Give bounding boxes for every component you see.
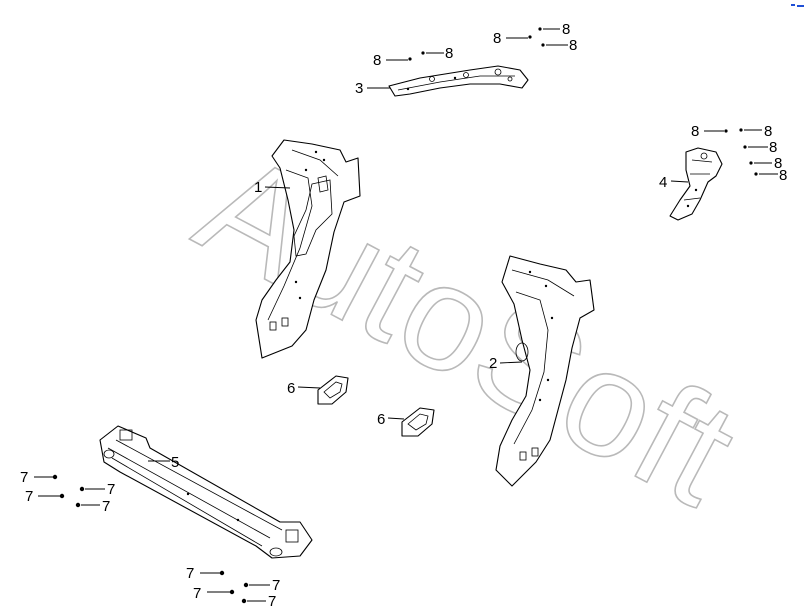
callout-6a: 6 (287, 380, 295, 397)
callout-5: 5 (171, 454, 179, 471)
callout-7f: 7 (272, 577, 280, 594)
callout-7g: 7 (193, 585, 201, 602)
callout-8f: 8 (691, 123, 699, 140)
part-left-panel (255, 139, 361, 359)
callout-6b: 6 (377, 411, 385, 428)
callout-7d: 7 (102, 498, 110, 515)
callout-8h: 8 (769, 139, 777, 156)
callout-7h: 7 (268, 593, 276, 610)
callout-4: 4 (659, 174, 667, 191)
callout-1: 1 (254, 179, 262, 196)
callout-8i: 8 (774, 155, 782, 172)
callout-8g: 8 (764, 123, 772, 140)
callout-8c: 8 (493, 30, 501, 47)
part-bumper-beam (99, 425, 313, 559)
callout-labels: 1 2 3 4 5 6 6 7 7 7 7 7 7 7 7 8 8 8 8 8 … (20, 21, 787, 610)
callout-7b: 7 (107, 481, 115, 498)
callout-3: 3 (355, 80, 363, 97)
callout-7e: 7 (186, 565, 194, 582)
callout-8j: 8 (779, 167, 787, 184)
callout-7c: 7 (25, 488, 33, 505)
callout-7a: 7 (20, 469, 28, 486)
callout-2: 2 (489, 355, 497, 372)
leader-lines (34, 28, 778, 602)
callout-8a: 8 (373, 52, 381, 69)
corner-logo-icon (791, 4, 804, 7)
callout-8e: 8 (569, 37, 577, 54)
part-right-panel (495, 255, 595, 487)
part-small-bracket-b (401, 407, 435, 437)
fastener-group-7 (52, 474, 249, 604)
part-right-bracket (669, 147, 723, 221)
callout-8d: 8 (562, 21, 570, 38)
part-small-bracket-a (317, 375, 349, 405)
fastener-group-8 (408, 27, 758, 176)
part-upper-rail (388, 65, 529, 97)
callout-8b: 8 (445, 45, 453, 62)
